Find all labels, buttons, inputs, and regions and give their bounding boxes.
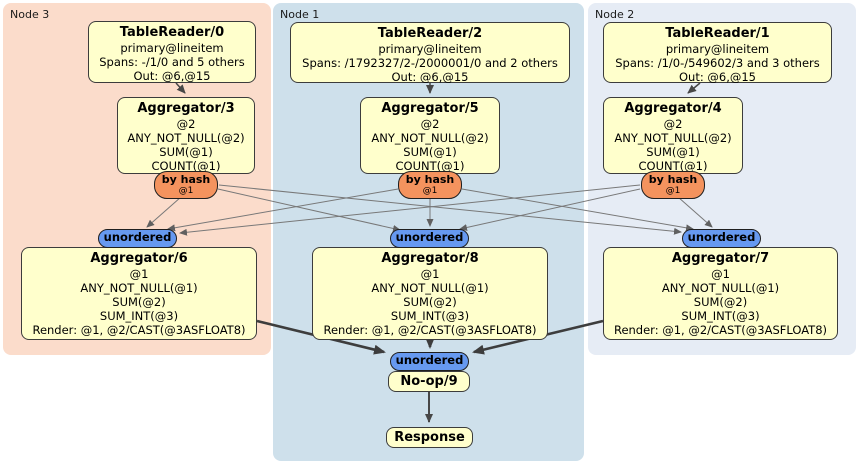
processor-tablereader-0: TableReader/0 primary@lineitem Spans: -/… [88, 21, 256, 83]
processor-line: ANY_NOT_NULL(@2) [127, 131, 245, 145]
processor-line: COUNT(@1) [151, 159, 221, 173]
processor-aggregator-6: Aggregator/6 @1 ANY_NOT_NULL(@1) SUM(@2)… [21, 247, 257, 340]
by-hash-key: @1 [178, 186, 194, 196]
sync-unordered-node1: unordered [390, 229, 469, 248]
processor-line: @1 [129, 267, 149, 281]
processor-line: SUM_INT(@3) [390, 309, 470, 323]
by-hash-key: @1 [422, 186, 438, 196]
processor-tablereader-2: TableReader/2 primary@lineitem Spans: /1… [290, 22, 570, 84]
processor-title: Aggregator/4 [624, 101, 722, 116]
response-title: Response [394, 430, 465, 445]
router-by-hash-node2: by hash @1 [641, 171, 705, 199]
processor-aggregator-3: Aggregator/3 @2 ANY_NOT_NULL(@2) SUM(@1)… [117, 97, 255, 174]
processor-title: Aggregator/5 [381, 101, 479, 116]
processor-line: COUNT(@1) [638, 159, 708, 173]
processor-line: SUM(@2) [693, 295, 748, 309]
processor-line: Spans: -/1/0 and 5 others [99, 55, 245, 69]
processor-aggregator-4: Aggregator/4 @2 ANY_NOT_NULL(@2) SUM(@1)… [603, 97, 743, 174]
by-hash-label: by hash [161, 173, 211, 186]
router-by-hash-node3: by hash @1 [154, 171, 218, 199]
edge-tablereader-to-aggregator [175, 82, 701, 94]
sync-unordered-final: unordered [390, 352, 469, 371]
processor-line: SUM_INT(@3) [99, 309, 179, 323]
processor-line: Render: @1, @2/CAST(@3ASFLOAT8) [323, 323, 537, 337]
processor-aggregator-8: Aggregator/8 @1 ANY_NOT_NULL(@1) SUM(@2)… [312, 247, 548, 340]
processor-line: SUM(@1) [159, 145, 213, 159]
processor-title: TableReader/2 [377, 26, 483, 41]
router-by-hash-node1: by hash @1 [398, 171, 462, 199]
processor-title: Aggregator/8 [381, 251, 479, 266]
processor-line: primary@lineitem [378, 42, 482, 56]
processor-line: Spans: /1/0-/549602/3 and 3 others [615, 56, 820, 70]
processor-line: ANY_NOT_NULL(@1) [371, 281, 489, 295]
processor-line: COUNT(@1) [395, 159, 465, 173]
processor-title: TableReader/1 [665, 26, 770, 41]
response-node: Response [386, 427, 473, 448]
processor-line: @1 [420, 267, 440, 281]
processor-tablereader-1: TableReader/1 primary@lineitem Spans: /1… [603, 22, 832, 84]
processor-aggregator-7: Aggregator/7 @1 ANY_NOT_NULL(@1) SUM(@2)… [603, 247, 838, 340]
processor-line: Out: @6,@15 [133, 69, 211, 83]
sync-unordered-node3: unordered [98, 229, 177, 248]
processor-title: TableReader/0 [119, 25, 225, 40]
processor-line: ANY_NOT_NULL(@2) [371, 131, 489, 145]
processor-line: SUM(@1) [403, 145, 457, 159]
by-hash-label: by hash [405, 173, 455, 186]
processor-line: @1 [711, 267, 730, 281]
processor-line: Out: @6,@15 [679, 70, 756, 84]
processor-line: @2 [176, 117, 196, 131]
node1-label: Node 1 [280, 8, 320, 21]
processor-line: primary@lineitem [120, 41, 224, 55]
processor-title: No-op/9 [400, 374, 458, 389]
processor-line: Render: @1, @2/CAST(@3ASFLOAT8) [32, 323, 246, 337]
processor-line: Render: @1, @2/CAST(@3ASFLOAT8) [613, 323, 828, 337]
processor-line: primary@lineitem [665, 42, 770, 56]
processor-title: Aggregator/7 [671, 251, 770, 266]
sync-unordered-node2: unordered [682, 229, 761, 248]
processor-line: ANY_NOT_NULL(@2) [614, 131, 732, 145]
by-hash-label: by hash [648, 173, 698, 186]
processor-aggregator-5: Aggregator/5 @2 ANY_NOT_NULL(@2) SUM(@1)… [360, 97, 500, 174]
processor-noop: No-op/9 [388, 371, 470, 392]
processor-line: SUM(@2) [112, 295, 166, 309]
processor-title: Aggregator/6 [90, 251, 188, 266]
processor-line: @2 [420, 117, 440, 131]
processor-line: ANY_NOT_NULL(@1) [661, 281, 780, 295]
processor-line: Spans: /1792327/2-/2000001/0 and 2 other… [302, 56, 558, 70]
edge-hash-to-unordered [146, 184, 713, 236]
processor-line: ANY_NOT_NULL(@1) [80, 281, 198, 295]
processor-line: SUM(@2) [403, 295, 457, 309]
processor-title: Aggregator/3 [137, 101, 235, 116]
node3-label: Node 3 [10, 8, 50, 21]
node2-label: Node 2 [595, 8, 635, 21]
processor-line: @2 [663, 117, 683, 131]
by-hash-key: @1 [665, 186, 681, 196]
processor-line: SUM(@1) [646, 145, 700, 159]
processor-line: Out: @6,@15 [391, 70, 469, 84]
processor-line: SUM_INT(@3) [681, 309, 760, 323]
